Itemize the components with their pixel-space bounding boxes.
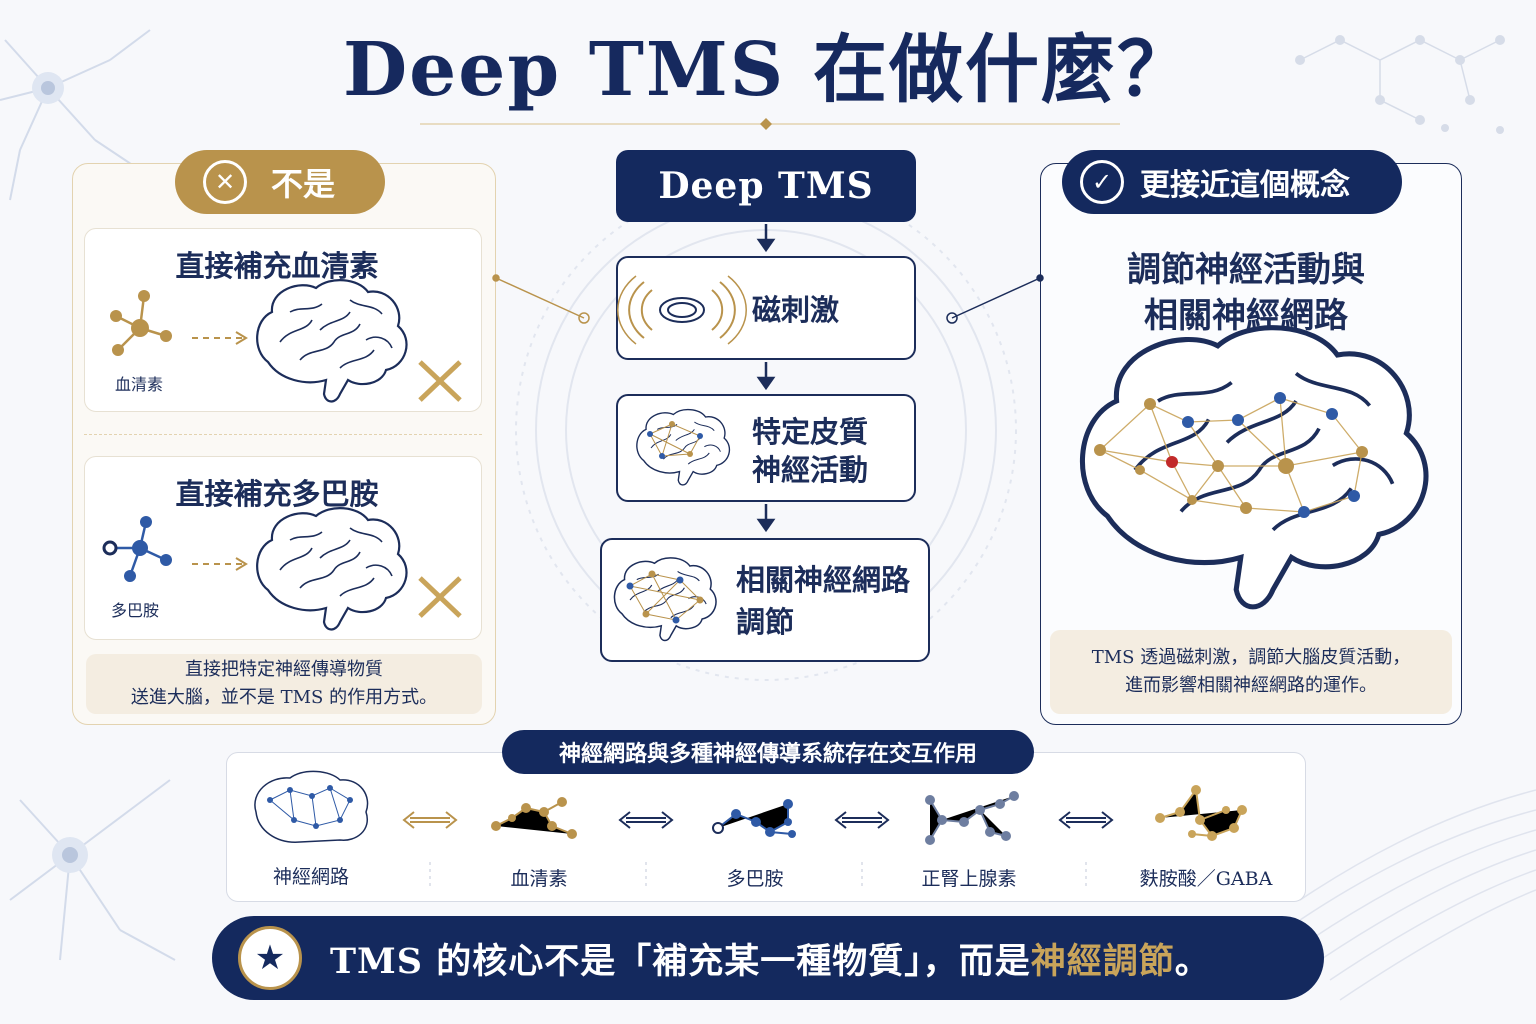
footer-banner: ★ TMS 的核心不是「補充某一種物質」，而是神經調節。: [212, 916, 1324, 1000]
step-network-modulation: 相關神經網路 調節: [600, 538, 930, 662]
not-badge: ✕ 不是: [175, 150, 385, 214]
deep-tms-header: Deep TMS: [616, 150, 916, 222]
left-divider: [84, 434, 482, 435]
x-circle-icon: ✕: [203, 160, 247, 204]
serotonin-card: 直接補充血清素 血清素: [84, 228, 482, 412]
dopamine-molecule-label: 多巴胺: [111, 601, 160, 620]
star-icon: ★: [238, 926, 302, 990]
dopamine-card-heading: 直接補充多巴胺: [175, 477, 379, 511]
step-magnetic-stimulation: 磁刺激: [616, 256, 916, 360]
step2-label-line1: 特定皮質: [752, 415, 869, 449]
dopamine-card: 直接補充多巴胺 多巴胺: [84, 456, 482, 640]
serotonin-molecule-label: 血清素: [115, 375, 164, 394]
right-note-line2: 進而影響相關神經網路的運作。: [1125, 675, 1377, 696]
closer-concept-badge: ✓ 更接近這個概念: [1062, 150, 1402, 214]
step-cortical-activity: 特定皮質 神經活動: [616, 394, 916, 502]
label-norepinephrine: 正腎上腺素: [921, 868, 1017, 890]
right-heading-line2: 相關神經網路: [1144, 296, 1348, 336]
footer-highlight: 神經調節: [1030, 940, 1175, 982]
left-note-line1: 直接把特定神經傳導物質: [185, 659, 383, 680]
closer-concept-badge-label: 更接近這個概念: [1140, 168, 1350, 203]
step2-label-line2: 神經活動: [752, 453, 869, 487]
label-neural-network: 神經網路: [272, 866, 349, 888]
serotonin-card-heading: 直接補充血清素: [175, 249, 379, 283]
right-heading-line1: 調節神經活動與: [1127, 250, 1365, 290]
left-note: 直接把特定神經傳導物質 送進大腦，並不是 TMS 的作用方式。: [86, 654, 482, 714]
footer-text-end: 。: [1174, 940, 1211, 982]
interaction-banner-label: 神經網路與多種神經傳導系統存在交互作用: [558, 741, 977, 767]
left-note-line2: 送進大腦，並不是 TMS 的作用方式。: [130, 687, 438, 708]
step3-label-line2: 調節: [736, 605, 795, 639]
footer-text: TMS 的核心不是「補充某一種物質」，而是: [330, 940, 1031, 982]
page-title: Deep TMS 在做什麼？: [342, 27, 1194, 113]
interaction-banner: 神經網路與多種神經傳導系統存在交互作用: [502, 730, 1034, 774]
right-note: TMS 透過磁刺激，調節大腦皮質活動， 進而影響相關神經網路的運作。: [1050, 630, 1452, 714]
deep-tms-header-label: Deep TMS: [658, 165, 874, 207]
not-badge-label: 不是: [271, 165, 336, 203]
label-serotonin: 血清素: [510, 868, 568, 890]
step1-label: 磁刺激: [752, 293, 840, 327]
label-glutamate-gaba: 麩胺酸／GABA: [1139, 868, 1273, 890]
right-note-line1: TMS 透過磁刺激，調節大腦皮質活動，: [1091, 647, 1411, 668]
step3-label-line1: 相關神經網路: [736, 563, 911, 597]
check-circle-icon: ✓: [1080, 160, 1124, 204]
label-dopamine: 多巴胺: [726, 868, 784, 890]
